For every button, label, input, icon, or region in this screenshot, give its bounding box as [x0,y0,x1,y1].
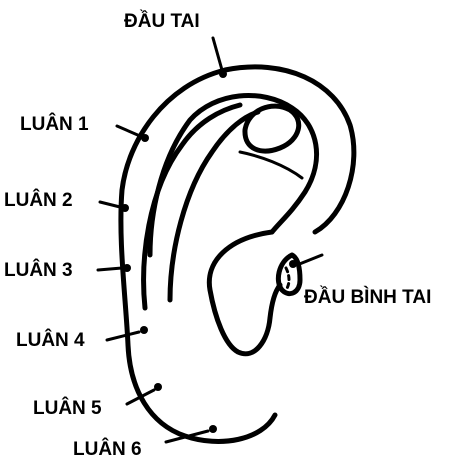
point-luan-3 [123,264,131,272]
leader-luan-3 [98,268,122,270]
label-luan-5: LUÂN 5 [33,397,102,419]
leader-luan-2 [100,202,120,207]
label-luan-2: LUÂN 2 [4,189,73,211]
point-luan-4 [140,326,148,334]
label-luan-3: LUÂN 3 [4,259,73,281]
leader-dau-binh-tai [297,255,322,265]
label-luan-1: LUÂN 1 [20,113,89,135]
label-dau-binh-tai: ĐẦU BÌNH TAI [304,286,431,308]
leader-luan-4 [107,332,139,340]
ear-concha [209,232,280,354]
label-luan-4: LUÂN 4 [16,329,85,351]
ear-crus-line [240,152,302,178]
ear-tragus-dash [286,268,289,290]
point-luan-1 [141,134,149,142]
leader-dau-tai [213,38,222,70]
leader-luan-1 [117,126,140,136]
ear-inner-helix [150,96,317,256]
point-luan-6 [209,425,217,433]
ear-triangular-fossa [245,106,299,151]
point-dau-binh-tai [289,260,297,268]
point-dau-tai [219,70,227,78]
label-dau-tai: ĐẦU TAI [124,10,200,32]
point-luan-2 [121,204,129,212]
label-luan-6: LUÂN 6 [73,438,142,460]
